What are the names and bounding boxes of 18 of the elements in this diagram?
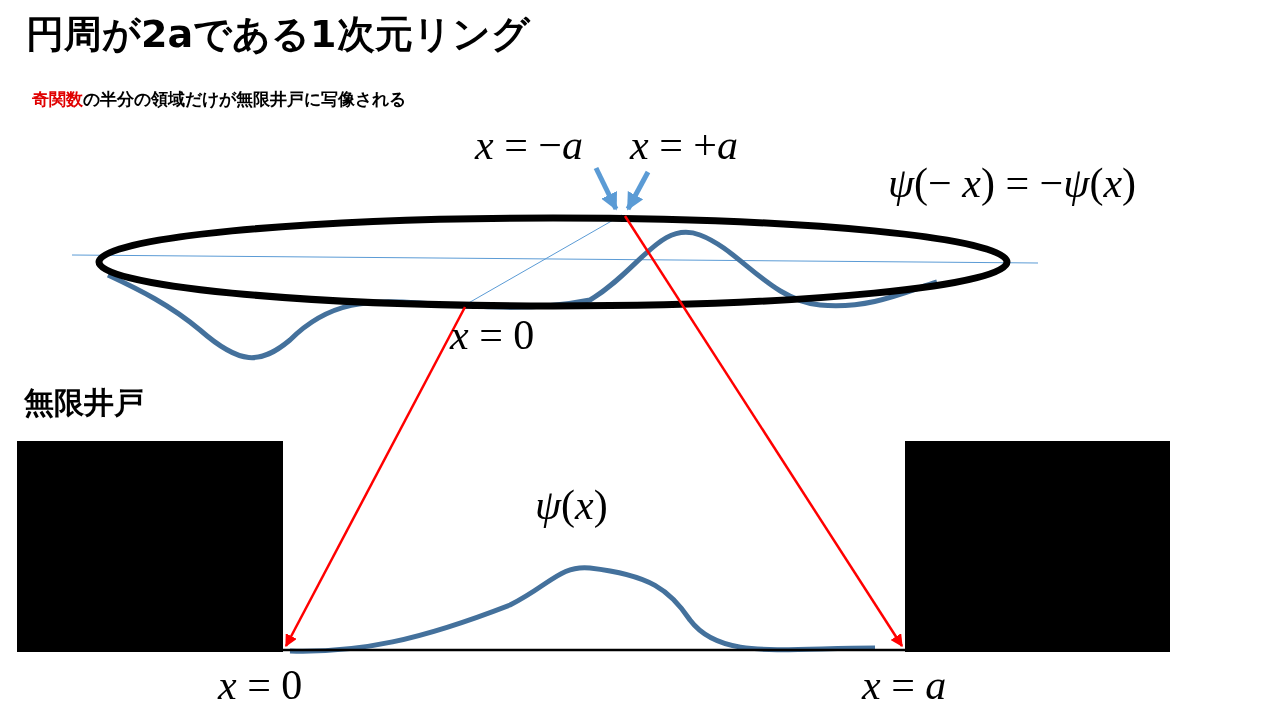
arrow <box>284 306 467 648</box>
equation-label: ψ(− x) = −ψ(x) <box>888 160 1137 207</box>
math-label: x = 0 <box>450 312 535 359</box>
wall-block <box>905 441 1170 652</box>
wall-block <box>17 441 283 652</box>
arrow <box>625 170 651 211</box>
arrow <box>623 215 904 648</box>
arrow <box>593 166 619 211</box>
well-floor-line <box>283 648 905 652</box>
ring-ellipse <box>95 214 1011 310</box>
math-label: x = +a <box>630 122 739 169</box>
math-label: x = 0 <box>218 662 303 709</box>
well-heading: 無限井戸 <box>24 386 144 419</box>
math-label: x = −a <box>475 122 584 169</box>
math-label: ψ(x) <box>535 482 608 529</box>
subtitle: 奇関数の半分の領域だけが無限井戸に写像される <box>32 90 406 109</box>
math-label: x = a <box>862 662 947 709</box>
title: 円周が2aである1次元リング <box>26 14 530 56</box>
